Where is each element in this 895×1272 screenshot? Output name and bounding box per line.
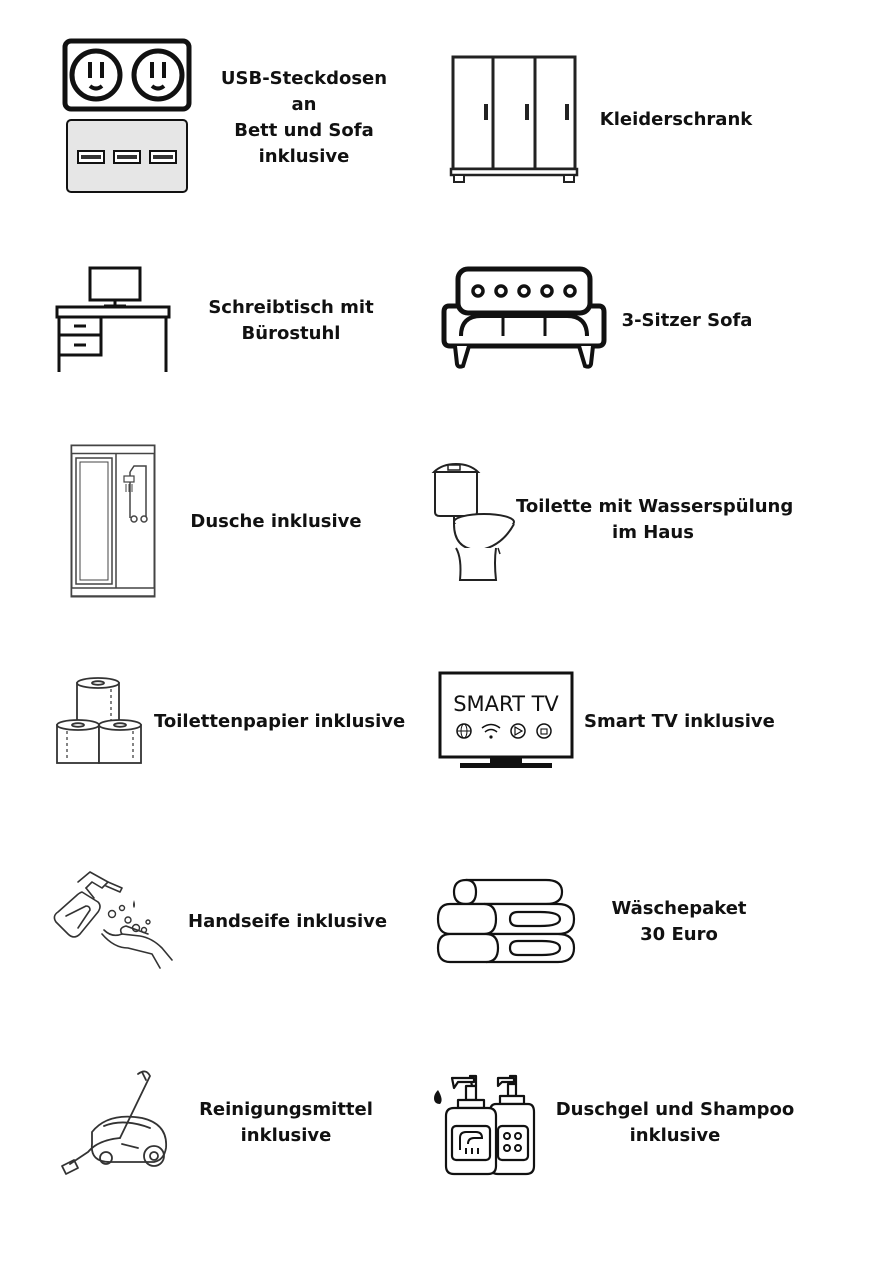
shampoo-bottles-icon: [432, 1074, 538, 1176]
amenity-label: Handseife inklusive: [188, 911, 388, 932]
sofa-icon: [441, 266, 607, 370]
toilet-icon: [431, 462, 516, 584]
amenity-label: Toilettenpapier inklusive: [154, 711, 406, 732]
smart-tv-screen-text: SMART TV: [453, 692, 559, 716]
shower-cabin-icon: [70, 444, 156, 598]
smart-tv-icon: SMART TV: [438, 671, 574, 773]
amenity-label: 3-Sitzer Sofa: [621, 310, 753, 331]
power-socket-usb-icon: [62, 38, 192, 196]
amenity-label: Kleiderschrank: [599, 109, 753, 130]
amenity-label: Smart TV inklusive: [584, 711, 775, 732]
desk-computer-icon: [55, 266, 171, 374]
wardrobe-icon: [449, 54, 579, 184]
towels-stack-icon: [436, 878, 578, 964]
toilet-paper-icon: [55, 677, 143, 767]
vacuum-cleaner-icon: [58, 1068, 174, 1176]
amenity-label: Dusche inklusive: [190, 511, 362, 532]
hand-soap-icon: [52, 868, 174, 972]
